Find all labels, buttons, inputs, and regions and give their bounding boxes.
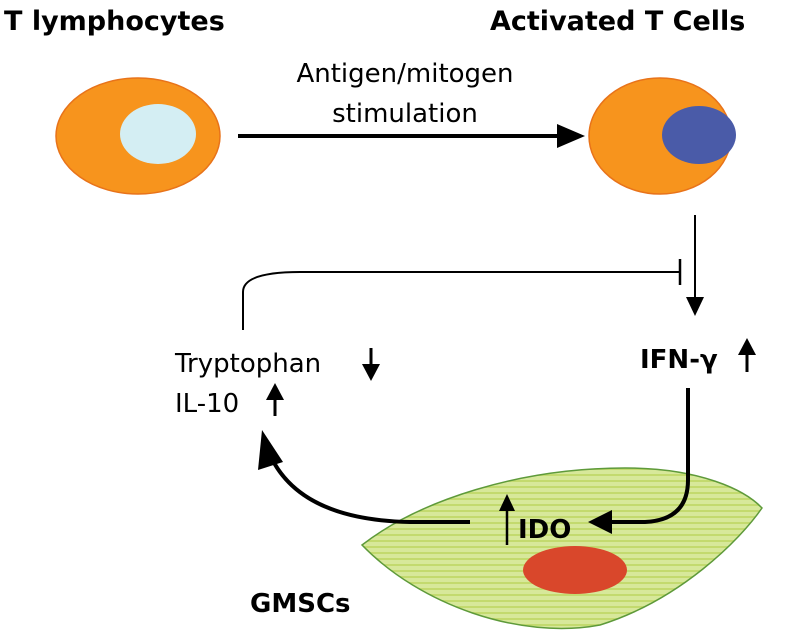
gmsc-nucleus — [523, 546, 627, 594]
stimulation-arrow — [238, 124, 585, 148]
ifn-gamma-up-arrow-icon — [738, 338, 756, 372]
ifn-production-arrow — [686, 215, 704, 316]
t-lymphocytes-label: T lymphocytes — [4, 6, 225, 37]
ido-to-tryptophan-arrow — [258, 430, 470, 524]
gmscs-label: GMSCs — [250, 589, 351, 619]
ifn-gamma-label: IFN-γ — [640, 345, 718, 375]
stimulation-label-line2: stimulation — [332, 99, 478, 129]
gmsc-cell — [360, 467, 763, 630]
activated-t-cells-label: Activated T Cells — [490, 6, 745, 37]
resting-t-cell — [55, 77, 221, 195]
il10-up-arrow-icon — [266, 383, 284, 416]
resting-cell-nucleus — [120, 104, 196, 164]
activated-cell-nucleus — [662, 106, 736, 164]
ido-label: IDO — [518, 515, 571, 545]
tryptophan-down-arrow-icon — [362, 348, 380, 381]
inhibition-connector — [242, 259, 682, 330]
il10-label: IL-10 — [175, 389, 239, 419]
ifn-to-ido-arrow — [588, 388, 690, 534]
stimulation-label-line1: Antigen/mitogen — [296, 59, 513, 89]
tryptophan-label: Tryptophan — [174, 349, 321, 379]
activated-t-cell — [588, 77, 736, 195]
ido-up-arrow-icon — [499, 494, 515, 545]
